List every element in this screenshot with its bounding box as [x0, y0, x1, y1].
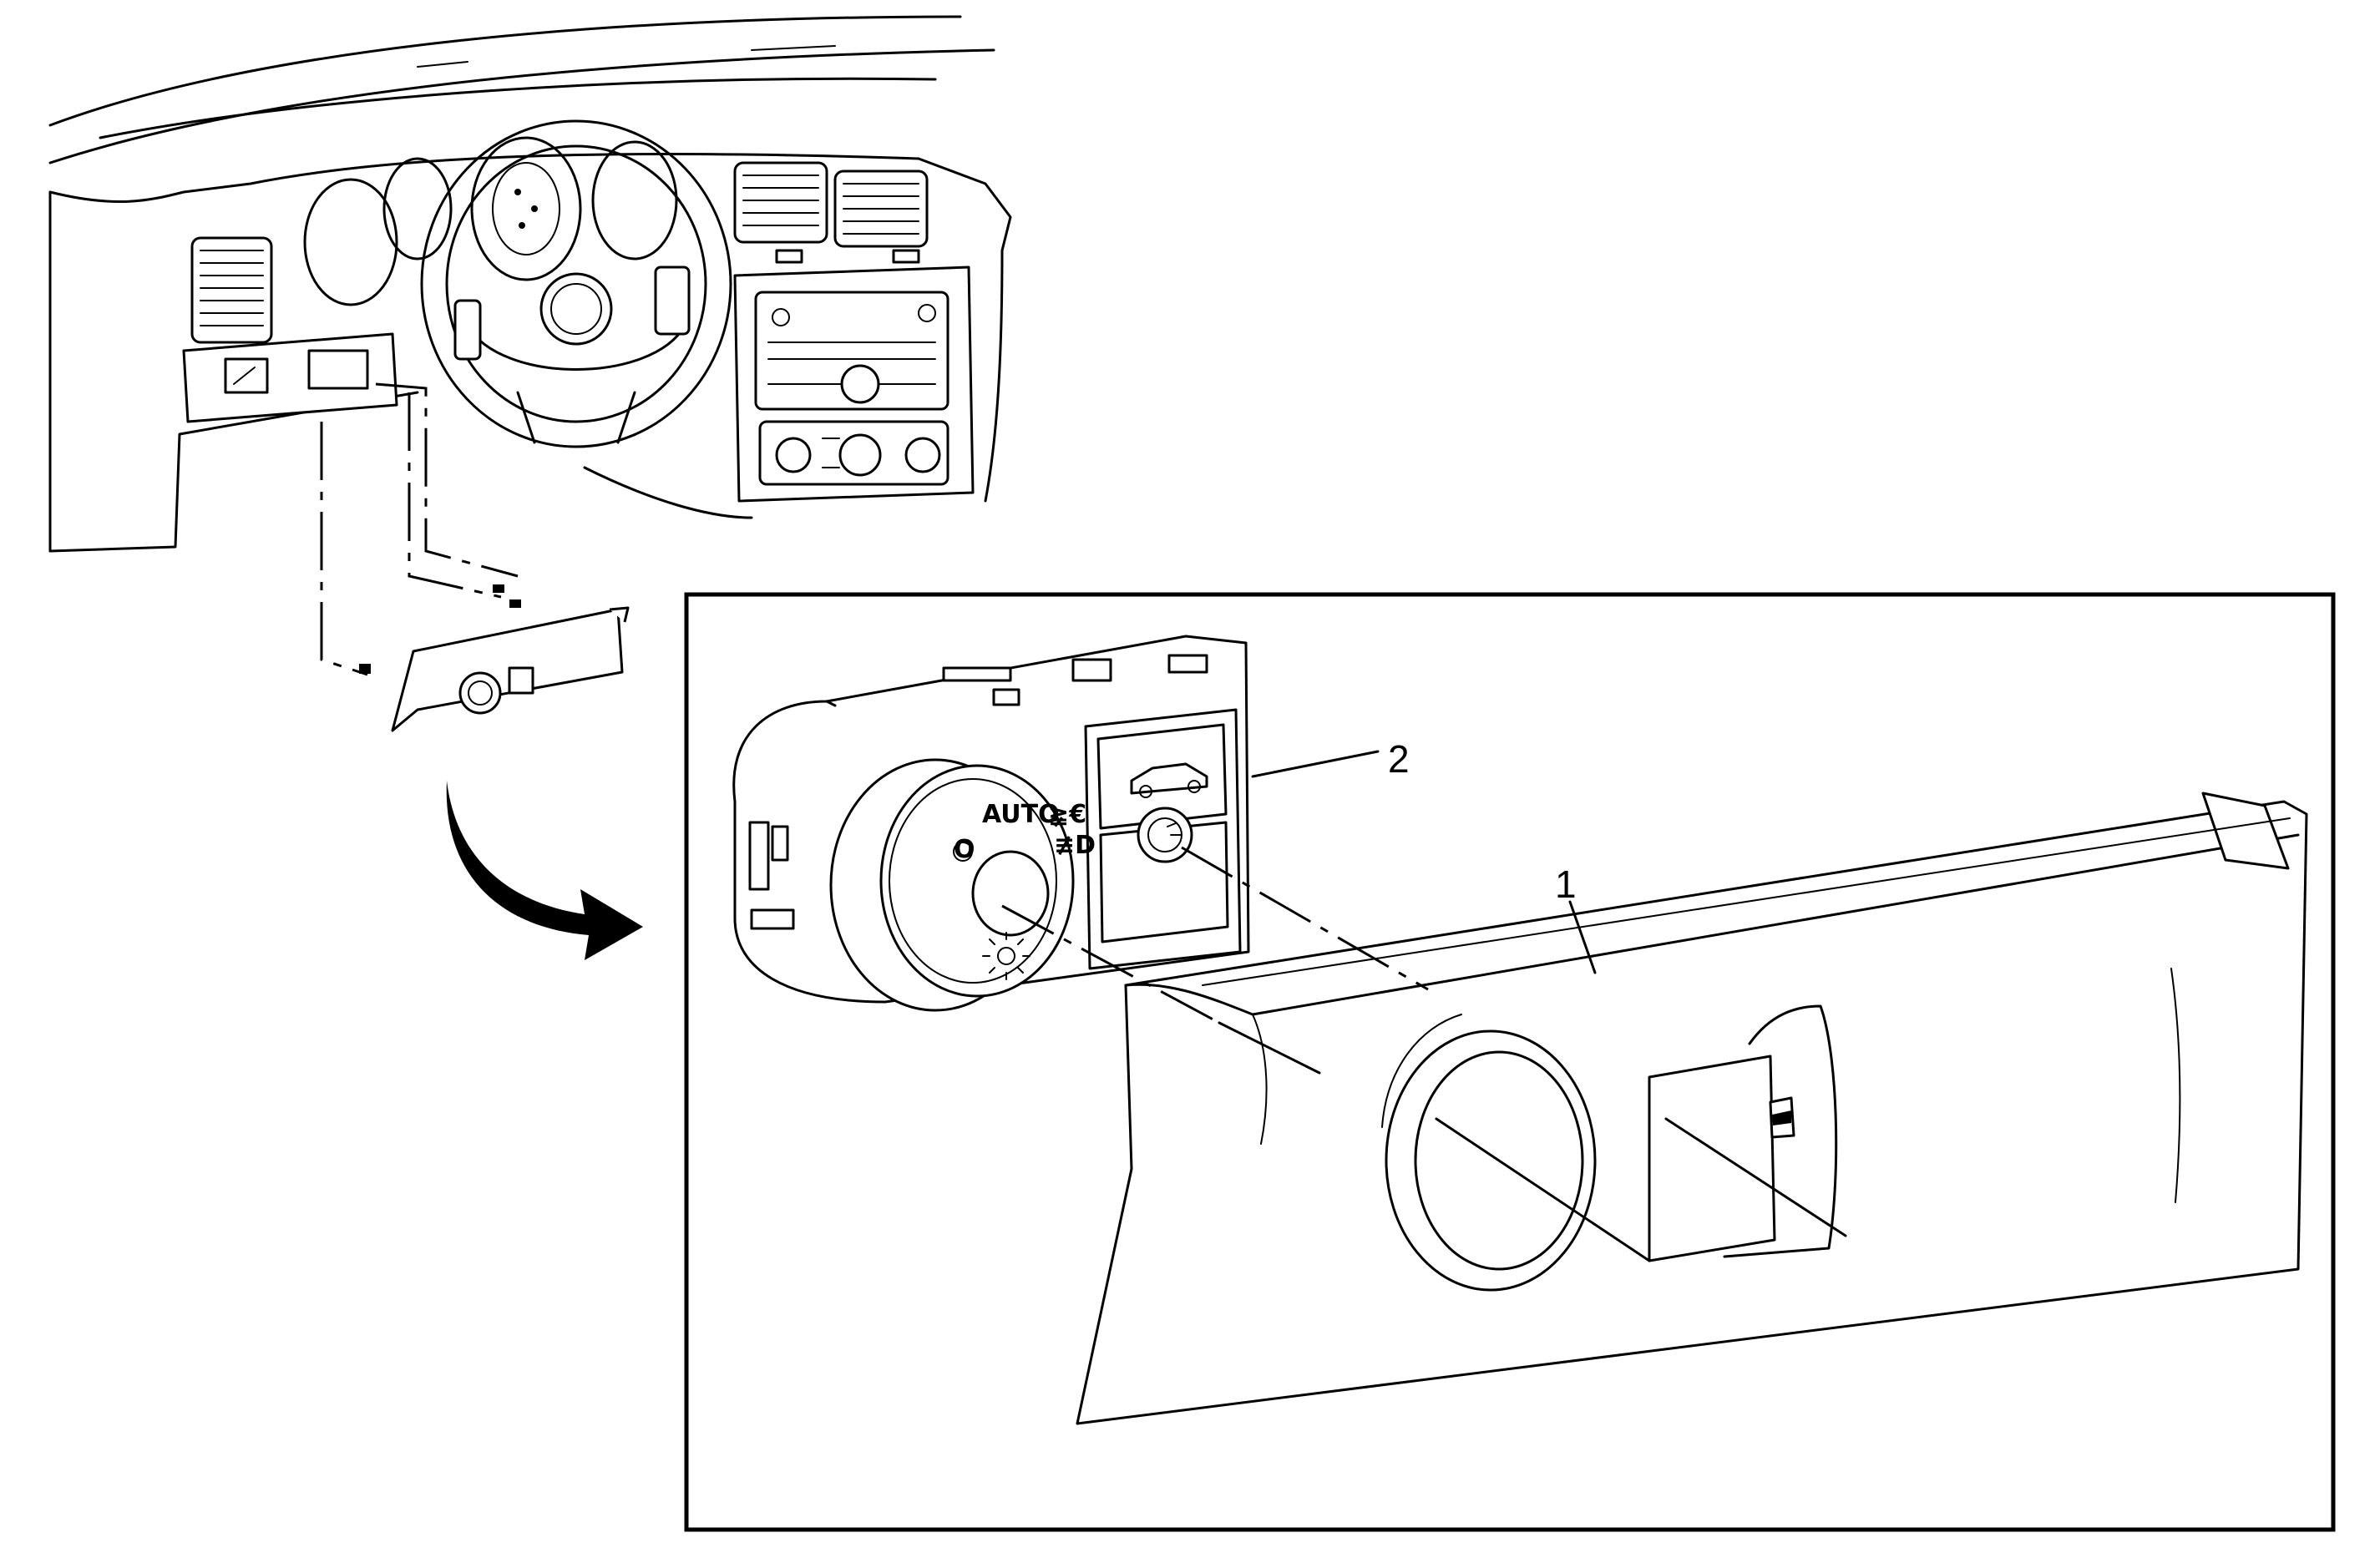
- small-bezel: [359, 584, 630, 732]
- callout-2: 2: [1388, 737, 1410, 781]
- left-air-vent: [190, 236, 273, 344]
- switch-off-marking: O: [954, 835, 975, 864]
- headlamp-switch-assembly: O AUTO ≩€ ≢D: [732, 635, 1250, 1012]
- arrow-curved-icon: [446, 781, 643, 960]
- headlamp-sun-icon: [982, 932, 1030, 980]
- alignment-lines: [1001, 846, 1847, 1262]
- switch-parking-marking: ≩€: [1048, 800, 1086, 829]
- switch-auto-marking: AUTO: [982, 800, 1060, 829]
- headlamp-rotary-knob: O AUTO ≩€ ≢D: [829, 758, 1096, 1012]
- switch-opening: [182, 332, 398, 423]
- callout-leaders: [1251, 750, 1597, 974]
- instrument-cluster: [303, 136, 678, 306]
- callout-1: 1: [1555, 862, 1577, 906]
- instrument-panel-trim-bezel: [1076, 792, 2308, 1425]
- trunk-release-icon: [1130, 762, 1208, 798]
- detail-frame: [684, 592, 2336, 1532]
- switch-fog-marking: ≢D: [1054, 831, 1096, 860]
- steering-wheel: [420, 119, 732, 448]
- dashboard-overview: [48, 15, 1012, 732]
- dome-lamp-icon: [1137, 807, 1193, 863]
- center-air-vents: [733, 161, 929, 264]
- center-stack-radio: [733, 266, 975, 503]
